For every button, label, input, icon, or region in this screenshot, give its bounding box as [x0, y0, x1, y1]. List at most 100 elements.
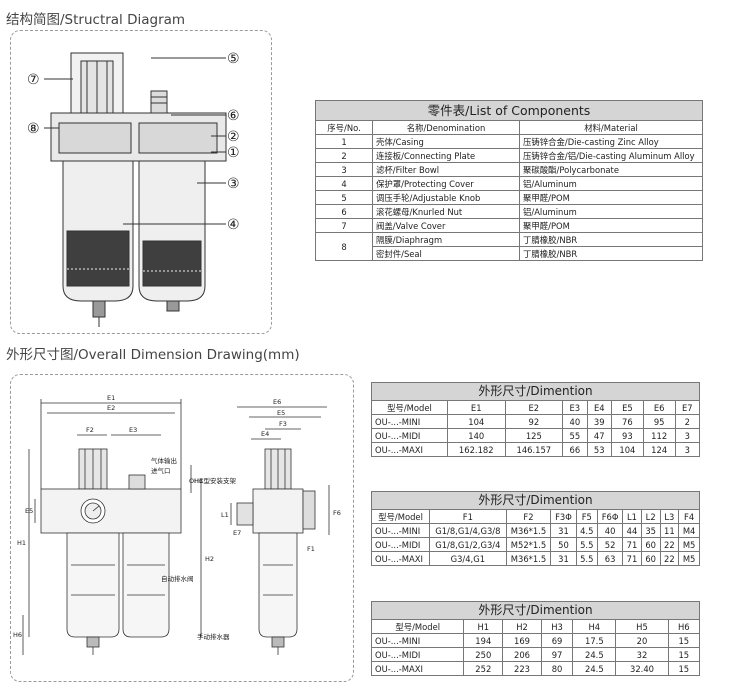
table-cell: 24.5	[572, 661, 617, 676]
cell-no: 1	[315, 134, 373, 149]
table-cell: 71	[622, 551, 642, 566]
cell-material: 压铸锌合金/Die-casting Zinc Alloy	[519, 134, 703, 149]
table-cell: M5	[678, 537, 700, 552]
label-e5-side: E5	[277, 409, 285, 417]
table-cell: 69	[540, 633, 574, 648]
table-cell: 15	[667, 661, 701, 676]
table-cell: 35	[640, 523, 661, 538]
table-cell: 17.5	[572, 633, 617, 648]
cell-model: OU-...-MIDI	[371, 428, 448, 443]
cell-material: 聚甲醛/POM	[519, 190, 703, 205]
table-cell: G1/8,G1/4,G3/8	[429, 523, 507, 538]
table-cell: G3/4,G1	[429, 551, 507, 566]
col-header: 型号/Model	[370, 619, 465, 634]
table-cell: 97	[540, 647, 574, 662]
cell-name: 密封件/Seal	[372, 246, 520, 261]
col-header: H2	[502, 619, 542, 634]
cell-model: OU-...-MIDI	[370, 647, 465, 662]
table-cell: 140	[446, 428, 506, 443]
label-e2: E2	[107, 404, 115, 412]
side-gauge	[302, 490, 316, 530]
dimension-table-f: 型号/Model F1 F2 F3Φ F5 F6Φ L1 L2 L3 F4 OU…	[370, 509, 700, 566]
table-cell: 15	[667, 647, 701, 662]
col-header: H3	[540, 619, 574, 634]
table-cell: 5.5	[575, 551, 599, 566]
cell-material: 压铸锌合金/铝/Die-casting Aluminum Alloy	[519, 148, 703, 163]
table-cell: 92	[504, 414, 564, 429]
col-header: L1	[622, 509, 642, 524]
table-cell: 47	[586, 428, 612, 443]
table-cell: 53	[586, 442, 612, 457]
table-cell: 250	[463, 647, 504, 662]
cell-model: OU-...-MAXI	[370, 551, 431, 566]
table-cell: 39	[586, 414, 612, 429]
label-h3: H3	[194, 477, 203, 485]
cell-material: 丁腈橡胶/NBR	[519, 232, 703, 247]
label-l1: L1	[221, 511, 229, 519]
table-cell: 44	[622, 523, 642, 538]
label-f1: F1	[307, 545, 315, 553]
callout-8: ⑧	[27, 121, 40, 137]
cell-name: 壳体/Casing	[372, 134, 520, 149]
table-cell: 32	[615, 647, 669, 662]
callout-5: ⑤	[227, 51, 240, 67]
label-f2: F2	[86, 426, 94, 434]
table-cell: 31	[550, 551, 577, 566]
dimension-drawing-panel: E1 E2 F2 E3 H1 H2 H3 E5 H6 气体输出 进气口 自动排水…	[10, 374, 354, 682]
dimension-table-e-title: 外形尺寸/Dimention	[371, 382, 700, 400]
table-cell: 4.5	[575, 523, 599, 538]
cell-name: 调压手轮/Adjustable Knob	[372, 190, 520, 205]
cell-model: OU-...-MAXI	[370, 661, 465, 676]
table-cell: M52*1.5	[505, 537, 552, 552]
label-gas-out: 气体输出	[151, 456, 177, 465]
col-header: E5	[610, 400, 644, 415]
col-header: E1	[446, 400, 506, 415]
structural-section-title: 结构简图/Structral Diagram	[6, 12, 186, 28]
cell-name: 阀盖/Valve Cover	[372, 218, 520, 233]
table-cell: 124	[642, 442, 676, 457]
table-cell: 146.157	[504, 442, 564, 457]
col-header: H6	[667, 619, 701, 634]
structural-diagram: ⑦ ⑧ ⑤ ⑥ ② ① ③ ④	[27, 51, 240, 327]
cell-name: 滤杯/Filter Bowl	[372, 162, 520, 177]
table-cell: 31	[550, 523, 577, 538]
table-cell: 3	[674, 442, 701, 457]
cell-name: 连接板/Connecting Plate	[372, 148, 520, 163]
table-cell: 252	[463, 661, 504, 676]
callout-3: ③	[227, 176, 240, 192]
label-manual-drain: 手动排水器	[197, 632, 230, 641]
table-cell: 2	[674, 414, 701, 429]
table-cell: 40	[597, 523, 624, 538]
cell-name: 隔膜/Diaphragm	[372, 232, 520, 247]
table-cell: 162.182	[446, 442, 506, 457]
dimension-table-f-title: 外形尺寸/Dimention	[371, 491, 700, 509]
table-cell: 22	[659, 537, 680, 552]
dimension-table-h-block: 外形尺寸/Dimention 型号/Model H1 H2 H3 H4 H5 H…	[370, 601, 701, 676]
table-cell: 52	[597, 537, 624, 552]
label-ohc-bracket: OHC型安装支架	[189, 476, 237, 485]
mounting-bracket	[236, 502, 254, 526]
front-bowl-right	[122, 532, 170, 638]
table-cell: 194	[463, 633, 504, 648]
table-cell: M5	[678, 551, 700, 566]
cell-material: 聚甲醛/POM	[519, 218, 703, 233]
table-cell: 206	[502, 647, 542, 662]
col-header-denomination: 名称/Denomination	[372, 120, 520, 135]
cell-model: OU-...-MINI	[370, 633, 465, 648]
side-body	[252, 488, 304, 534]
table-cell: 5.5	[575, 537, 599, 552]
cell-no: 2	[315, 148, 373, 163]
callout-7: ⑦	[27, 72, 40, 88]
label-f6: F6	[333, 509, 341, 517]
